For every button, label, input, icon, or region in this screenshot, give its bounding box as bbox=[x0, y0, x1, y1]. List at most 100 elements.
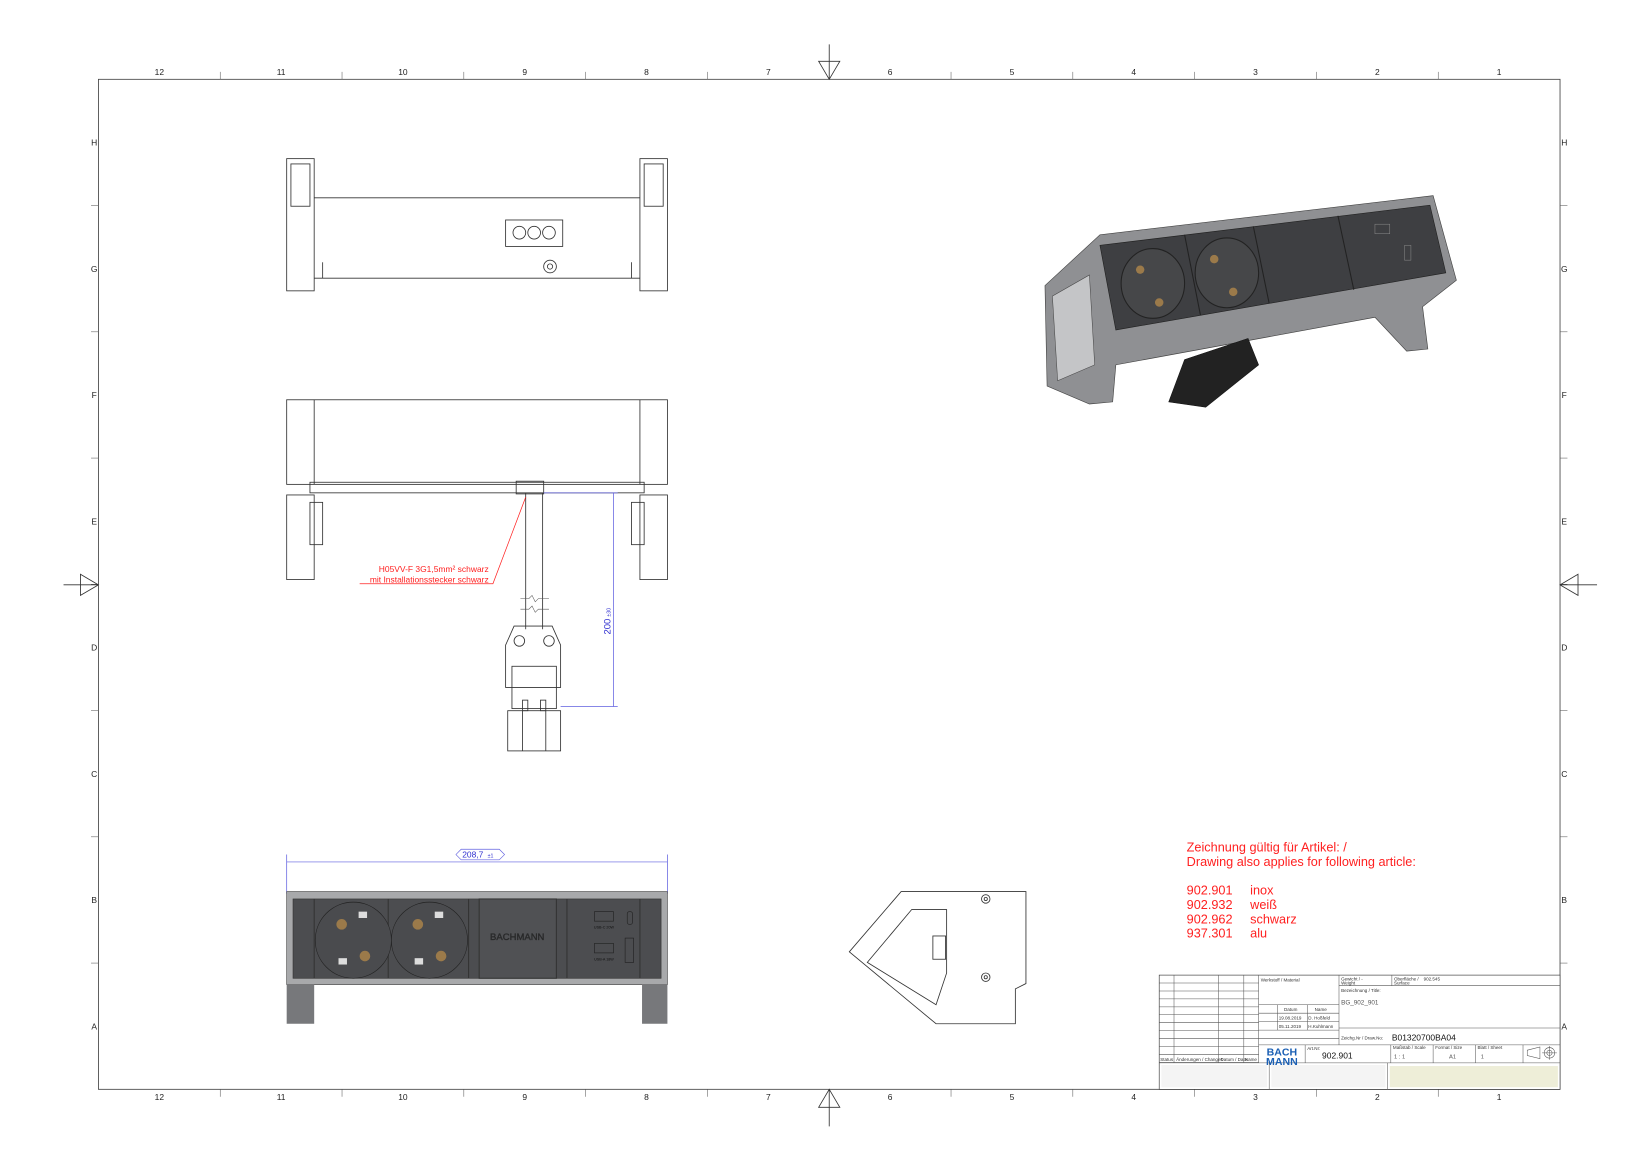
zone-number: 1 bbox=[1497, 67, 1502, 77]
sheet-value: 1 bbox=[1481, 1055, 1484, 1061]
zone-number: 3 bbox=[1253, 1092, 1258, 1102]
scale-value: 1 : 1 bbox=[1394, 1055, 1405, 1061]
validity-line-1: Zeichnung gültig für Artikel: / bbox=[1187, 840, 1348, 854]
schuko-socket bbox=[314, 901, 392, 979]
draw-no-label: Zeichg.Nr / Draw.No: bbox=[1341, 1036, 1383, 1041]
zone-letter: B bbox=[91, 895, 97, 905]
right-center-arrow-icon bbox=[1559, 573, 1598, 597]
front-panel-logo: BACHMANN bbox=[490, 932, 545, 943]
zone-number: 6 bbox=[888, 1092, 893, 1102]
sheet-label: Blatt / Sheet bbox=[1478, 1045, 1503, 1050]
top-center-arrow-icon bbox=[817, 44, 841, 81]
zone-letter: D bbox=[1561, 643, 1567, 653]
bottom-view-with-cable bbox=[286, 399, 668, 752]
zone-number: 10 bbox=[398, 67, 408, 77]
weight-label: Gewicht / - bbox=[1341, 976, 1363, 981]
surface-label-en: Surface bbox=[1394, 981, 1410, 986]
approval-name-1: D. Hoßfeld bbox=[1308, 1016, 1330, 1021]
zone-number: 12 bbox=[155, 67, 165, 77]
approval-date-1: 19.08.2019 bbox=[1279, 1016, 1302, 1021]
article-finish: inox bbox=[1250, 884, 1274, 898]
top-view bbox=[286, 158, 668, 292]
zone-number: 8 bbox=[644, 67, 649, 77]
zone-letter: F bbox=[1562, 390, 1567, 400]
zone-letter: C bbox=[1561, 769, 1567, 779]
zone-number: 11 bbox=[277, 1092, 286, 1102]
zone-number: 5 bbox=[1010, 1092, 1015, 1102]
zone-number: 9 bbox=[522, 1092, 527, 1102]
weight-label-en: Weight bbox=[1341, 981, 1356, 986]
validity-line-2: Drawing also applies for following artic… bbox=[1187, 855, 1416, 869]
usb-c-port bbox=[626, 911, 633, 925]
art-number: 902.901 bbox=[1322, 1051, 1353, 1061]
zone-number: 2 bbox=[1375, 67, 1380, 77]
article-finish: weiß bbox=[1249, 898, 1277, 912]
changes-label: Änderungen / Changes bbox=[1176, 1056, 1223, 1062]
schuko-socket bbox=[391, 901, 468, 979]
zone-number: 9 bbox=[522, 67, 527, 77]
zone-number: 5 bbox=[1010, 67, 1015, 77]
zone-number: 4 bbox=[1131, 67, 1136, 77]
bachmann-logo-top: BACH bbox=[1267, 1046, 1298, 1058]
article-number: 902.901 bbox=[1187, 884, 1233, 898]
installation-plug bbox=[505, 625, 562, 688]
front-view: BACHMANN USB-C 20W USB-A 18W bbox=[286, 891, 668, 1024]
zone-number: 3 bbox=[1253, 67, 1258, 77]
bottom-center-arrow-icon bbox=[817, 1088, 841, 1127]
width-dimension: 208,7 ±1 bbox=[286, 848, 668, 894]
draw-number: B01320700BA04 bbox=[1392, 1033, 1456, 1043]
article-number: 902.962 bbox=[1187, 912, 1233, 926]
zone-number: 7 bbox=[766, 67, 771, 77]
zone-letter: H bbox=[91, 138, 97, 148]
cable-plug-label: mit Installationsstecker schwarz bbox=[370, 575, 489, 585]
format-label: Format / Size bbox=[1435, 1045, 1462, 1050]
connector-socket bbox=[505, 219, 564, 247]
zone-number: 1 bbox=[1497, 1092, 1502, 1102]
projection-symbol-icon bbox=[1526, 1045, 1557, 1060]
article-finish: alu bbox=[1250, 927, 1267, 941]
title-label: Bezeichnung / Title: bbox=[1341, 988, 1381, 993]
usb-a-port bbox=[624, 937, 634, 963]
zone-number: 12 bbox=[155, 1092, 165, 1102]
centering-marks bbox=[63, 44, 1598, 1127]
zone-letter: E bbox=[1561, 516, 1567, 526]
status-label: Status bbox=[1160, 1057, 1174, 1062]
zone-number: 10 bbox=[398, 1092, 408, 1102]
cable-length-tolerance: ±30 bbox=[606, 608, 612, 617]
article-number: 937.301 bbox=[1187, 927, 1233, 941]
zone-number: 6 bbox=[888, 67, 893, 77]
zone-letter: E bbox=[91, 516, 97, 526]
zone-letter: F bbox=[92, 390, 97, 400]
surface-value: 902.545 bbox=[1424, 976, 1441, 981]
rev-date-label: Datum / Date bbox=[1221, 1057, 1248, 1062]
zone-letter: A bbox=[91, 1021, 97, 1031]
cable-spec-label: H05VV-F 3G1,5mm² schwarz bbox=[379, 564, 489, 574]
name-header: Name bbox=[1315, 1007, 1328, 1012]
zone-letter: A bbox=[1561, 1021, 1567, 1031]
zone-number: 11 bbox=[277, 67, 286, 77]
zone-letter: C bbox=[91, 769, 97, 779]
material-label: Werkstoff / Material bbox=[1261, 977, 1300, 982]
drawing-title: BG_902_901 bbox=[1341, 1000, 1379, 1007]
zone-letter: D bbox=[91, 643, 97, 653]
art-no-label: Art.Nr: bbox=[1307, 1046, 1320, 1051]
legal-notice-boxes bbox=[1161, 1064, 1558, 1088]
article-validity-note: Zeichnung gültig für Artikel: / Drawing … bbox=[1187, 840, 1416, 940]
cable bbox=[525, 492, 544, 630]
zone-letter: G bbox=[1561, 264, 1568, 274]
approval-name-2: H.Kuhlmann bbox=[1308, 1024, 1333, 1029]
date-header: Datum bbox=[1284, 1007, 1298, 1012]
usb-c-label: USB-C 20W bbox=[594, 926, 615, 930]
article-finish: schwarz bbox=[1250, 912, 1297, 926]
zone-letter: B bbox=[1561, 895, 1567, 905]
zone-number: 2 bbox=[1375, 1092, 1380, 1102]
rev-name-label: Name bbox=[1245, 1057, 1258, 1062]
approval-date-2: 05.11.2019 bbox=[1279, 1024, 1302, 1029]
surface-label: Oberfläche / bbox=[1394, 976, 1419, 981]
width-value: 208,7 bbox=[462, 850, 483, 860]
cable-length-value: 200 bbox=[602, 619, 613, 635]
title-block: Werkstoff / Material Gewicht / - Weight … bbox=[1158, 974, 1561, 1090]
zone-number: 7 bbox=[766, 1092, 771, 1102]
